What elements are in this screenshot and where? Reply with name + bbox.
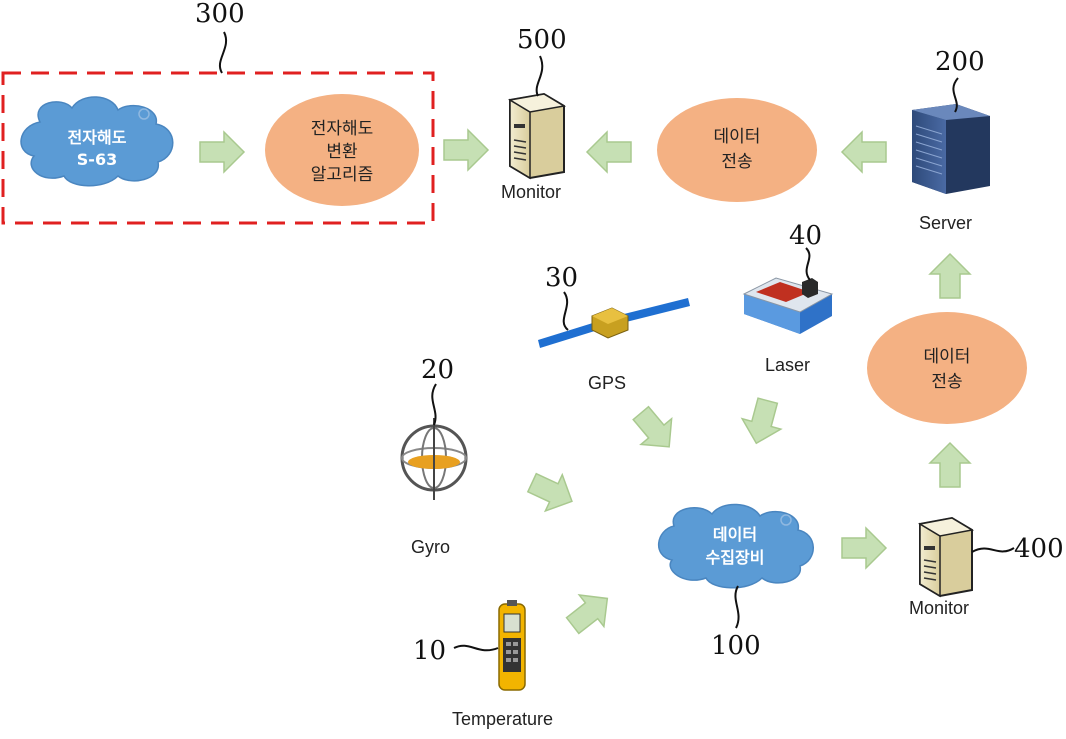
monitor-400-icon	[917, 516, 975, 598]
transfer-right-line1: 데이터	[924, 347, 971, 367]
server-200-icon	[912, 104, 990, 194]
algo-line3: 알고리즘	[311, 165, 374, 185]
ref-200: 200	[935, 47, 985, 77]
gps-label: GPS	[588, 373, 626, 393]
monitor-500-icon	[507, 92, 567, 180]
ref-30: 30	[545, 263, 578, 293]
monitor-top-label: Monitor	[501, 182, 561, 202]
temperature-label: Temperature	[452, 709, 553, 729]
transfer-top-line2: 전송	[721, 152, 752, 172]
transfer-right-line2: 전송	[931, 372, 962, 392]
transfer-top-line1: 데이터	[714, 127, 761, 147]
enc-s63-cloud: 전자해도 S-63	[20, 96, 174, 187]
collector-line2: 수집장비	[706, 548, 765, 567]
data-collector-cloud: 데이터 수집장비	[657, 503, 814, 589]
ref-400: 400	[1014, 534, 1064, 564]
server-label: Server	[919, 213, 972, 233]
leader-400	[971, 547, 1015, 553]
conversion-algorithm-oval: 전자해도 변환 알고리즘	[265, 94, 419, 206]
ref-300: 300	[195, 0, 245, 29]
laser-device-icon	[742, 277, 834, 334]
gps-satellite-icon	[538, 298, 690, 348]
enc-cloud-line2: S-63	[77, 150, 117, 169]
algorithm-group-box	[1, 71, 435, 225]
arrow-server-to-transfer	[841, 131, 887, 173]
leader-500	[535, 55, 544, 97]
monitor-bottom-label: Monitor	[909, 598, 969, 618]
ref-20: 20	[421, 355, 454, 385]
collector-line1: 데이터	[713, 525, 757, 544]
ref-500: 500	[517, 25, 567, 55]
enc-cloud-line1: 전자해도	[68, 128, 127, 147]
arrow-algorithm-to-monitor	[443, 129, 489, 171]
leader-10	[453, 644, 499, 652]
ref-10: 10	[413, 636, 446, 666]
leader-20	[431, 383, 437, 426]
arrow-temperature-to-collector	[559, 581, 621, 643]
algo-line2: 변환	[326, 142, 357, 162]
data-transfer-oval-right: 데이터 전송	[867, 312, 1027, 424]
arrow-transfer-to-server	[929, 253, 971, 299]
leader-40	[805, 247, 811, 281]
arrow-transfer-to-monitor	[586, 131, 632, 173]
thermometer-device-icon	[498, 600, 526, 691]
arrow-cloud-to-algorithm	[199, 131, 245, 173]
leader-100	[734, 585, 740, 629]
arrow-monitor-to-transfer	[929, 442, 971, 488]
algo-line1: 전자해도	[311, 119, 374, 139]
data-transfer-oval-top: 데이터 전송	[657, 98, 817, 202]
arrow-gyro-to-collector	[522, 463, 582, 521]
ref-100: 100	[711, 631, 761, 661]
leader-300	[219, 31, 227, 74]
ref-40: 40	[789, 221, 822, 251]
arrow-laser-to-collector	[736, 394, 788, 450]
arrow-gps-to-collector	[624, 399, 686, 461]
gyroscope-icon	[400, 418, 468, 500]
laser-label: Laser	[765, 355, 810, 375]
gyro-label: Gyro	[411, 537, 450, 557]
arrow-collector-to-monitor	[841, 527, 887, 569]
leader-30	[562, 291, 569, 331]
leader-200	[952, 77, 959, 113]
